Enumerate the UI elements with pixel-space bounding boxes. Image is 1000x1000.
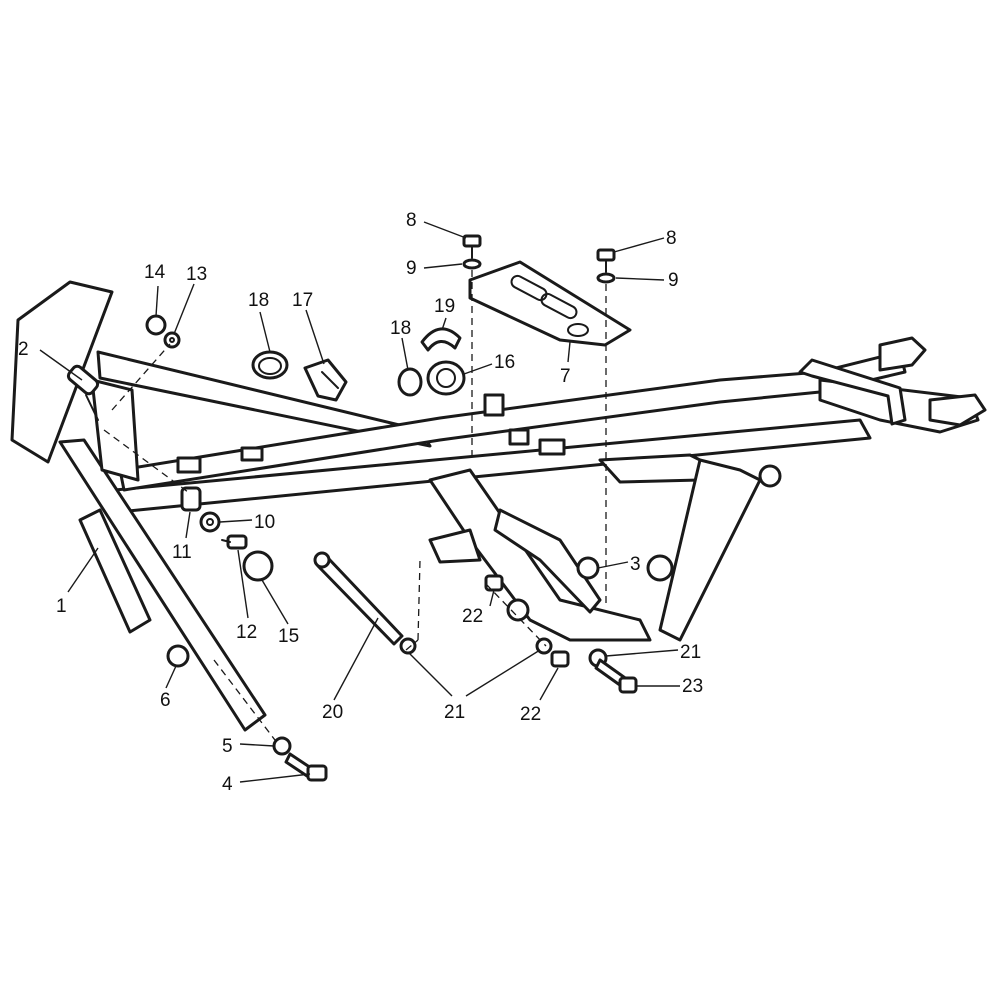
callout-21a: 21 bbox=[444, 702, 465, 723]
part-11-spacer bbox=[180, 486, 202, 512]
callout-14: 14 bbox=[144, 262, 166, 283]
part-19-clip bbox=[420, 327, 462, 352]
part-22-nut-a bbox=[484, 574, 504, 592]
part-22-nut-b bbox=[550, 650, 570, 668]
part-13-washer bbox=[163, 331, 181, 349]
part-8-screw-right bbox=[596, 248, 616, 273]
callout-15: 15 bbox=[278, 626, 299, 647]
callout-1: 1 bbox=[56, 596, 67, 617]
callout-22b: 22 bbox=[520, 704, 541, 725]
part-8-screw-left bbox=[462, 234, 482, 259]
callout-4: 4 bbox=[222, 774, 233, 795]
callout-18a: 18 bbox=[248, 290, 269, 311]
part-9-washer-right bbox=[596, 272, 616, 284]
part-4-bolt bbox=[284, 752, 328, 782]
part-10-washer bbox=[199, 511, 221, 533]
callout-3: 3 bbox=[630, 554, 641, 575]
callout-18b: 18 bbox=[390, 318, 411, 339]
callout-11: 11 bbox=[172, 542, 192, 563]
callout-23: 23 bbox=[682, 676, 703, 697]
part-3-nut bbox=[576, 556, 600, 580]
part-18-hose-clamp bbox=[251, 350, 289, 380]
callout-21b: 21 bbox=[680, 642, 701, 663]
callout-8a: 8 bbox=[406, 210, 417, 231]
callout-19: 19 bbox=[434, 296, 455, 317]
part-23-bolt bbox=[594, 658, 638, 694]
part-20-long-bolt bbox=[313, 551, 404, 646]
part-21-washer-a bbox=[399, 637, 417, 655]
leader-lines bbox=[39, 221, 680, 783]
callout-9b: 9 bbox=[668, 270, 679, 291]
part-14-nut bbox=[145, 314, 167, 336]
part-6-nut bbox=[166, 644, 190, 668]
part-2-steering-bolt bbox=[66, 364, 100, 421]
callout-labels: 1 2 3 4 5 6 7 8 8 9 9 10 11 12 13 14 15 … bbox=[18, 210, 703, 795]
callout-16: 16 bbox=[494, 352, 515, 373]
callout-7: 7 bbox=[560, 366, 571, 387]
part-15-rubber-bush bbox=[242, 550, 274, 582]
callout-9a: 9 bbox=[406, 258, 417, 279]
part-21-washer-b bbox=[535, 637, 553, 655]
part-5-washer bbox=[272, 736, 292, 756]
callout-13: 13 bbox=[186, 264, 207, 285]
part-16-sleeve bbox=[426, 360, 466, 396]
callout-2: 2 bbox=[18, 339, 29, 360]
callout-10: 10 bbox=[254, 512, 275, 533]
callout-6: 6 bbox=[160, 690, 171, 711]
part-12-bolt bbox=[221, 534, 248, 550]
main-frame bbox=[10, 280, 987, 732]
assembly-lines bbox=[103, 270, 607, 745]
callout-22a: 22 bbox=[462, 606, 483, 627]
callout-20: 20 bbox=[322, 702, 343, 723]
callout-12: 12 bbox=[236, 622, 257, 643]
part-17-rubber-boot bbox=[303, 358, 348, 402]
part-7-plate bbox=[468, 260, 632, 347]
part-9-washer-left bbox=[462, 258, 482, 270]
callout-17: 17 bbox=[292, 290, 313, 311]
part-18-hose-clamp-b bbox=[397, 367, 423, 397]
callout-5: 5 bbox=[222, 736, 233, 757]
callout-8b: 8 bbox=[666, 228, 677, 249]
